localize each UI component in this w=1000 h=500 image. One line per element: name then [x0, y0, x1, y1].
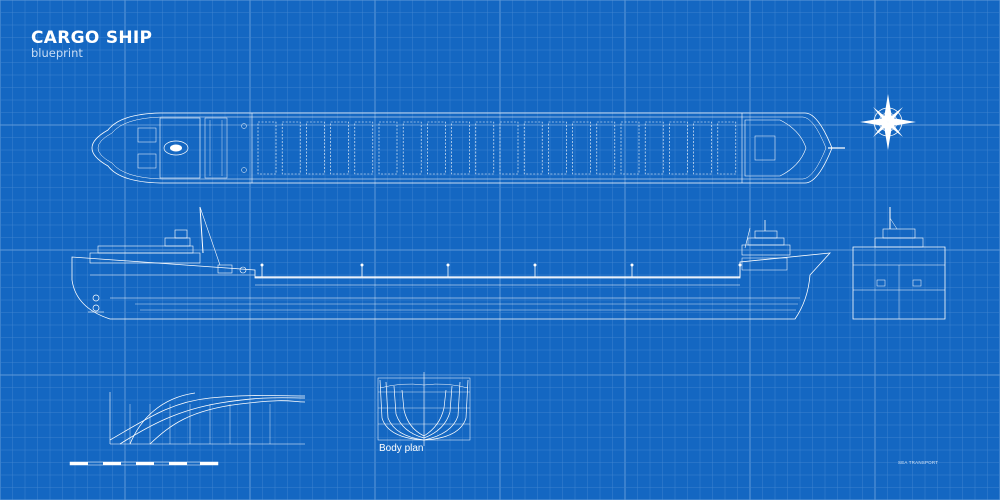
- cargo-hatch: [644, 121, 664, 175]
- cargo-hatch: [475, 121, 495, 175]
- deck-post-head: [360, 263, 364, 267]
- cargo-hatch: [402, 121, 422, 175]
- body-plan-label: Body plan: [379, 443, 424, 454]
- cargo-hatch: [281, 121, 301, 175]
- cargo-hatch: [717, 121, 737, 175]
- scale-bar: [69, 461, 219, 466]
- plan-view: [91, 112, 845, 184]
- cargo-hatch: [427, 121, 446, 175]
- cargo-hatch: [378, 121, 398, 175]
- side-view: [71, 206, 831, 320]
- cargo-hatch: [306, 121, 325, 175]
- deck-post-head: [446, 263, 450, 267]
- plan-hull-outline: [91, 112, 833, 184]
- credit-label: SEA TRANSPORT: [898, 460, 939, 465]
- cargo-hatches: [257, 121, 737, 175]
- deck-post-head: [260, 263, 264, 267]
- page-subtitle: blueprint: [31, 46, 83, 60]
- front-view: [852, 207, 946, 320]
- side-hull-outline: [71, 252, 831, 320]
- cargo-hatch: [354, 121, 374, 175]
- page-title: CARGO SHIP: [31, 28, 153, 48]
- cargo-hatch: [523, 121, 543, 175]
- cargo-hatch: [620, 121, 640, 175]
- deck-post-head: [630, 263, 634, 267]
- deck-post-head: [533, 263, 537, 267]
- cargo-hatch: [499, 121, 519, 175]
- cargo-hatch: [548, 121, 567, 175]
- cargo-hatch: [330, 121, 349, 175]
- cargo-hatch: [693, 121, 712, 175]
- deck-post-head: [738, 263, 742, 267]
- cargo-hatch: [572, 121, 591, 175]
- curves-diagram: [109, 392, 306, 445]
- compass-rose-icon: [860, 94, 916, 150]
- body-plan-diagram: [377, 372, 471, 446]
- cargo-hatch: [596, 121, 616, 175]
- cargo-hatch: [669, 121, 688, 175]
- cargo-hatch: [451, 121, 470, 175]
- deck-posts: [260, 263, 742, 277]
- cargo-hatch: [257, 121, 277, 175]
